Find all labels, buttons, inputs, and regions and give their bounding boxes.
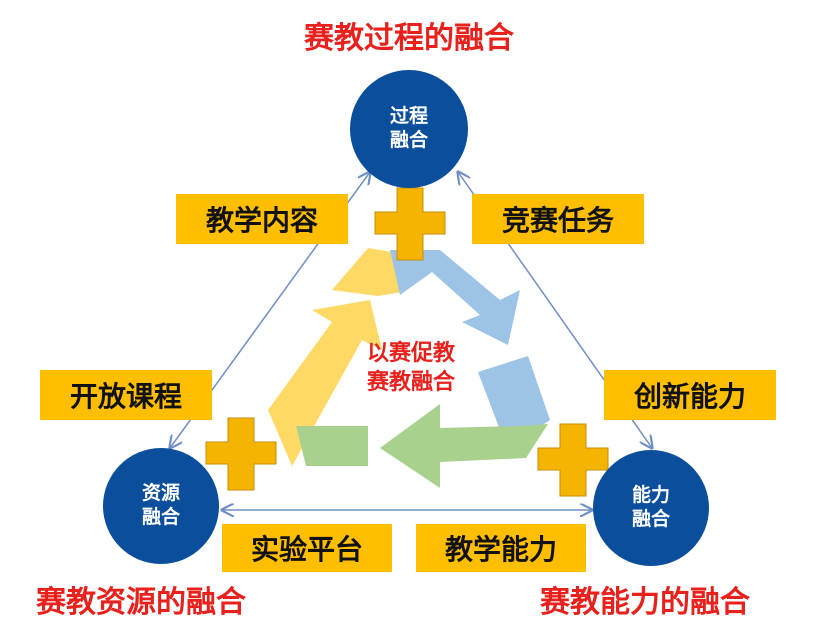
title-ability-integration: 赛教能力的融合 xyxy=(540,585,750,620)
node-process-line1: 过程 xyxy=(389,105,428,128)
node-ability-line1: 能力 xyxy=(631,484,670,507)
recycle-arrow-green-left xyxy=(296,426,368,466)
recycle-arrow-yellow-top xyxy=(332,248,402,296)
node-resource-line2: 融合 xyxy=(141,506,180,528)
center-slogan: 以赛促教 赛教融合 xyxy=(356,340,466,397)
recycle-arrow-blue-lower xyxy=(478,356,550,440)
plus-icon-left xyxy=(205,417,277,491)
box-innovation-ability: 创新能力 xyxy=(604,370,776,420)
plus-icon-right xyxy=(537,423,609,497)
recycle-arrow-yellow xyxy=(268,300,382,466)
node-resource-line1: 资源 xyxy=(141,482,180,505)
center-slogan-line2: 赛教融合 xyxy=(366,369,455,395)
node-process-line2: 融合 xyxy=(389,129,428,151)
recycle-arrow-green xyxy=(380,404,548,488)
box-open-course: 开放课程 xyxy=(40,370,212,420)
box-teaching-content: 教学内容 xyxy=(176,194,348,244)
title-resource-integration: 赛教资源的融合 xyxy=(36,585,246,620)
plus-icon-top xyxy=(374,187,446,261)
box-competition-task: 竞赛任务 xyxy=(472,194,644,244)
recycle-arrow-blue xyxy=(390,250,520,345)
box-teaching-ability: 教学能力 xyxy=(416,524,586,572)
node-resource: 资源 融合 xyxy=(103,448,219,564)
title-process-integration: 赛教过程的融合 xyxy=(304,21,514,56)
center-slogan-line1: 以赛促教 xyxy=(366,341,455,366)
node-ability-line2: 融合 xyxy=(631,508,670,530)
node-process: 过程 融合 xyxy=(350,70,468,188)
box-experiment-platform: 实验平台 xyxy=(222,524,392,572)
node-ability: 能力 融合 xyxy=(593,450,709,566)
